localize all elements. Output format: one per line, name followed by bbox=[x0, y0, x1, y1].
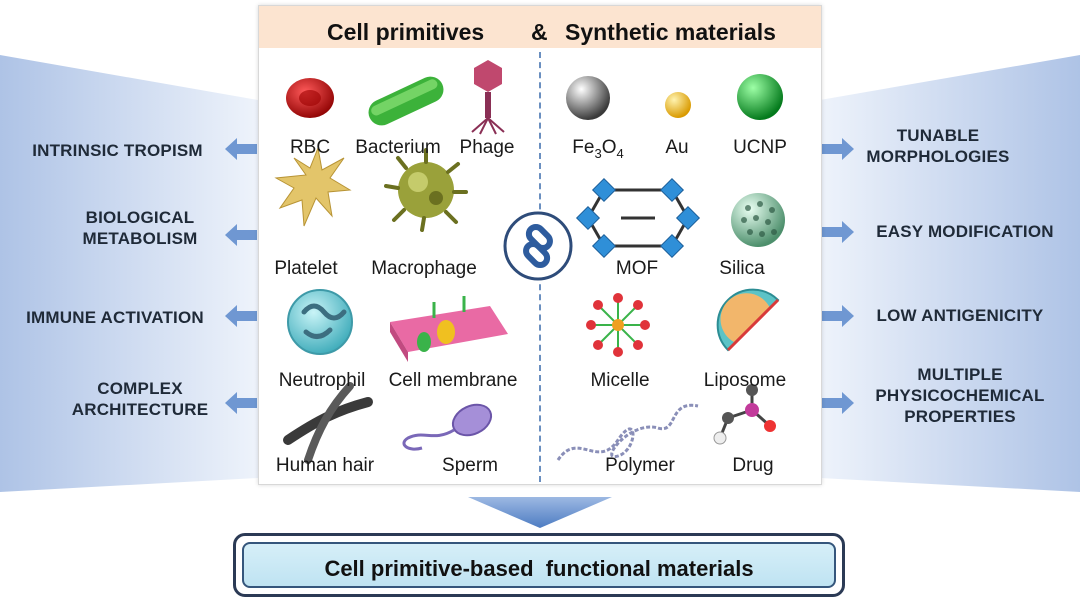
liposome-icon bbox=[716, 288, 780, 352]
neutrophil-icon bbox=[287, 289, 353, 355]
label-platelet: Platelet bbox=[274, 258, 338, 279]
human-hair-icon bbox=[283, 382, 373, 464]
left-arrow-icon bbox=[225, 138, 257, 160]
right-property-2: EASY MODIFICATION bbox=[876, 222, 1054, 241]
material-icons bbox=[274, 60, 785, 464]
left-property-2: BIOLOGICAL METABOLISM bbox=[82, 208, 198, 248]
platelet-icon bbox=[274, 146, 352, 227]
label-phage: Phage bbox=[459, 137, 515, 158]
micelle-icon bbox=[586, 293, 650, 357]
phage-icon bbox=[471, 60, 505, 135]
right-property-4: MULTIPLE PHYSICOCHEMICAL PROPERTIES bbox=[875, 365, 1045, 426]
header-title-left: Cell primitives bbox=[327, 19, 485, 45]
left-property-4: COMPLEX ARCHITECTURE bbox=[71, 379, 209, 419]
macrophage-icon bbox=[384, 148, 468, 232]
label-cell-membrane: Cell membrane bbox=[388, 370, 518, 391]
result-box-inner: Cell primitive-based functional material… bbox=[242, 542, 836, 588]
drug-molecule-icon bbox=[713, 384, 776, 445]
label-micelle: Micelle bbox=[590, 370, 650, 391]
label-silica: Silica bbox=[719, 258, 765, 279]
label-macrophage: Macrophage bbox=[371, 258, 477, 279]
left-property-1: INTRINSIC TROPISM bbox=[32, 141, 203, 160]
cell-membrane-icon bbox=[390, 296, 508, 362]
panel-header bbox=[259, 6, 821, 48]
label-fe3o4: Fe3O4 bbox=[572, 137, 624, 161]
label-liposome: Liposome bbox=[703, 370, 787, 391]
label-polymer: Polymer bbox=[605, 455, 675, 476]
bacterium-icon bbox=[368, 76, 444, 126]
label-drug: Drug bbox=[732, 455, 774, 476]
result-box: Cell primitive-based functional material… bbox=[233, 533, 845, 597]
right-arrow-icon bbox=[822, 305, 854, 327]
label-sperm: Sperm bbox=[442, 455, 498, 476]
label-bacterium: Bacterium bbox=[355, 137, 441, 158]
label-human-hair: Human hair bbox=[275, 455, 375, 476]
right-property-1: TUNABLE MORPHOLOGIES bbox=[866, 126, 1010, 166]
sperm-icon bbox=[402, 403, 493, 451]
link-icon bbox=[503, 211, 573, 281]
right-wing-band bbox=[820, 55, 1080, 492]
right-arrow-icon bbox=[822, 221, 854, 243]
silica-sphere-icon bbox=[731, 193, 785, 247]
left-arrow-icon bbox=[225, 305, 257, 327]
label-rbc: RBC bbox=[289, 137, 331, 158]
right-arrow-icon bbox=[822, 392, 854, 414]
left-property-3: IMMUNE ACTIVATION bbox=[26, 308, 204, 327]
right-arrow-icon bbox=[822, 138, 854, 160]
label-au: Au bbox=[665, 137, 689, 158]
label-mof: MOF bbox=[615, 258, 659, 279]
left-wing-band bbox=[0, 55, 258, 492]
label-ucnp: UCNP bbox=[733, 137, 787, 158]
header-title-amp: & bbox=[531, 19, 548, 45]
down-arrow-icon bbox=[468, 497, 612, 528]
mof-framework-icon bbox=[575, 177, 701, 259]
label-neutrophil: Neutrophil bbox=[278, 370, 366, 391]
left-arrow-icon bbox=[225, 392, 257, 414]
ucnp-sphere-icon bbox=[737, 74, 783, 120]
result-text: Cell primitive-based functional material… bbox=[324, 556, 754, 581]
fe3o4-sphere-icon bbox=[566, 76, 610, 120]
rbc-icon bbox=[286, 78, 334, 118]
header-title-right: Synthetic materials bbox=[565, 19, 776, 45]
right-property-3: LOW ANTIGENICITY bbox=[876, 306, 1044, 325]
polymer-chain-icon bbox=[556, 403, 699, 461]
left-arrow-icon bbox=[225, 224, 257, 246]
gold-nanoparticle-icon bbox=[665, 92, 691, 118]
